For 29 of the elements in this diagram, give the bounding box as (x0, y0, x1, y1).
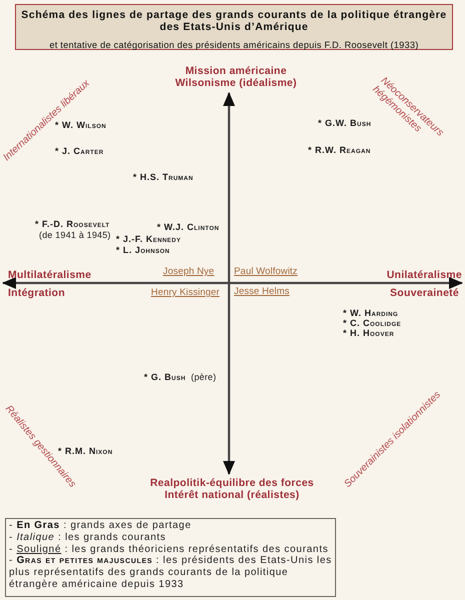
axis-label: Multilatéralisme (8, 269, 92, 282)
axis-label: Realpolitik-équilibre des forces Intérêt national (réalistes) (149, 477, 315, 502)
president-name: * R.W. Reagan (308, 145, 371, 156)
theorist-name: Jesse Helms (234, 287, 290, 298)
president-name: * H.S. Truman (133, 172, 194, 182)
axis-label: Souveraineté (390, 287, 459, 300)
legend-item: - Souligné : les grands théoriciens représentatifs des courants (9, 544, 330, 556)
legend-item: - Gras et petites majuscules : les présidents des Etats-Unis les plus représentatifs des grands courants de la politique étrangère américaine depuis 1933 (9, 555, 332, 591)
date-note: (père) (191, 372, 216, 382)
president-name: * L. Johnson (116, 245, 170, 256)
president-name: * G.W. Bush (318, 118, 372, 128)
title: Schéma des lignes de partage des grands courants de la politique étrangère des Etats-Unis d’Amérique (20, 9, 448, 33)
legend-item: - Italique : les grands courants (9, 532, 168, 544)
subtitle: et tentative de catégorisation des présidents américains depuis F.D. Roosevelt (1933) (49, 40, 419, 51)
theorist-name: Paul Wolfowitz (234, 267, 298, 278)
president-name: * G. Bush (144, 372, 186, 382)
theorist-name: Henry Kissinger (151, 288, 220, 299)
president-name: * W.J. Clinton (157, 222, 220, 232)
president-name: * J.-F. Kennedy (116, 234, 182, 244)
axis-label: Mission américaine Wilsonisme (idéalisme) (174, 65, 298, 90)
axis-label: Intégration (8, 287, 65, 300)
axis-label: Unilatéralisme (386, 269, 462, 282)
president-name: * F.-D. Roosevelt (35, 219, 110, 230)
legend-item: - En Gras : grands axes de partage (9, 520, 192, 532)
theorist-name: Joseph Nye (163, 267, 214, 278)
president-name: * W. Harding (343, 308, 398, 318)
president-name: * C. Coolidge (343, 318, 402, 328)
president-name: * H. Hoover (343, 328, 394, 338)
date-note: (de 1941 à 1945) (39, 230, 111, 240)
